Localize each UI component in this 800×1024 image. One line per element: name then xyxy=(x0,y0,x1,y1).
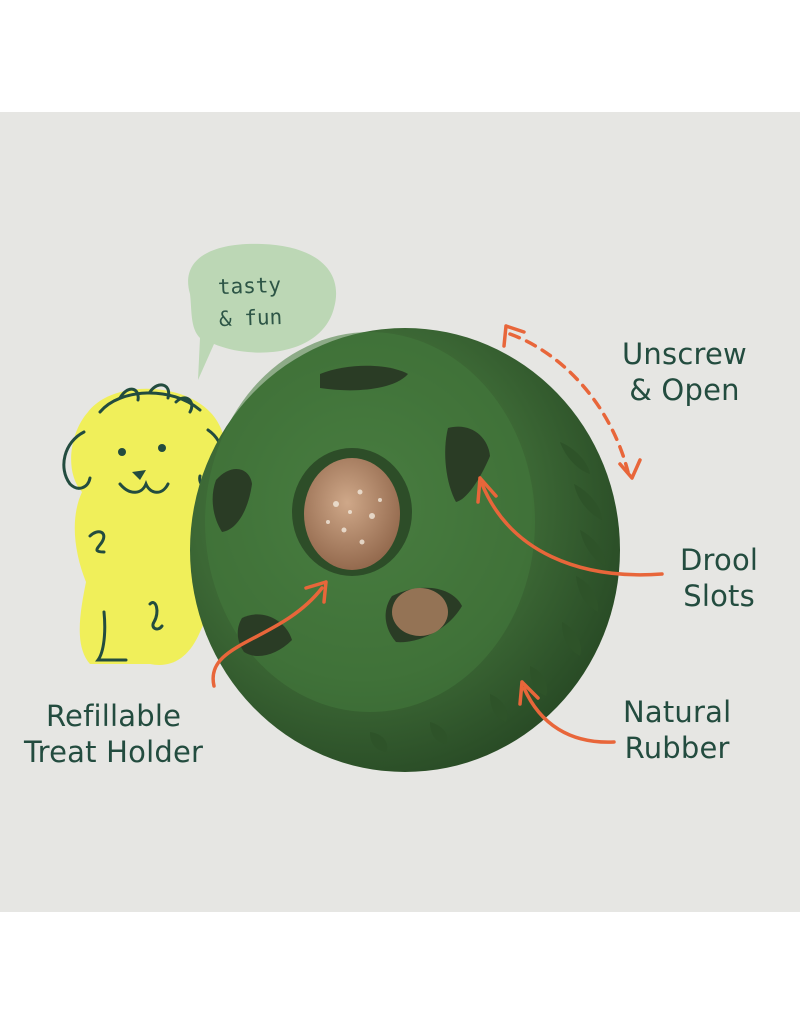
product-image: tasty & fun Unscrew & Open Drool Slots N… xyxy=(0,112,800,912)
label-line: & Open xyxy=(629,373,740,407)
label-line: Drool xyxy=(680,543,759,577)
label-line: Natural xyxy=(623,695,732,729)
label-line: Treat Holder xyxy=(24,735,204,769)
dog-illustration xyxy=(62,383,228,665)
bubble-line-1: tasty xyxy=(217,272,282,300)
label-line: Unscrew xyxy=(622,337,747,371)
speech-bubble xyxy=(188,243,337,380)
bubble-line-2: & fun xyxy=(218,304,283,332)
label-natural-rubber: Natural Rubber xyxy=(623,694,731,766)
label-line: Refillable xyxy=(45,699,182,733)
label-drool-slots: Drool Slots xyxy=(680,542,758,614)
label-line: Rubber xyxy=(624,731,730,765)
annotation-arrows xyxy=(211,324,664,744)
label-refillable-treat-holder: Refillable Treat Holder xyxy=(24,698,203,770)
rubber-ball xyxy=(190,328,620,772)
label-line: Slots xyxy=(683,579,755,613)
speech-bubble-text: tasty & fun xyxy=(189,268,311,336)
label-unscrew-open: Unscrew & Open xyxy=(622,336,747,408)
illustration xyxy=(62,243,664,772)
